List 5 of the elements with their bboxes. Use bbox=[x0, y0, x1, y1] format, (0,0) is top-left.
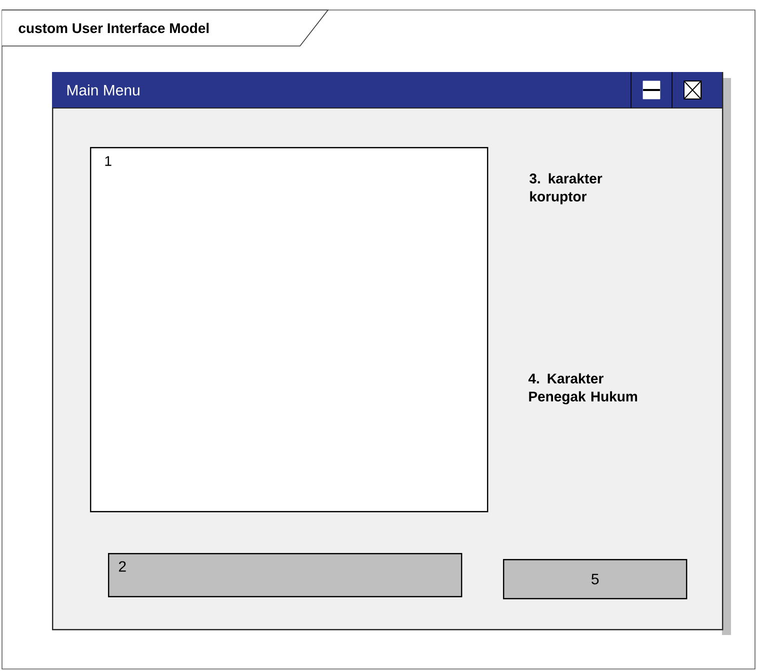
annotation: 3. karakter koruptor bbox=[530, 173, 602, 204]
display-panel: 1 bbox=[90, 147, 488, 512]
button: 5 bbox=[503, 559, 688, 600]
text-field: 2 bbox=[108, 553, 462, 598]
annotation: 4. Karakter Penegak Hukum bbox=[528, 373, 638, 404]
